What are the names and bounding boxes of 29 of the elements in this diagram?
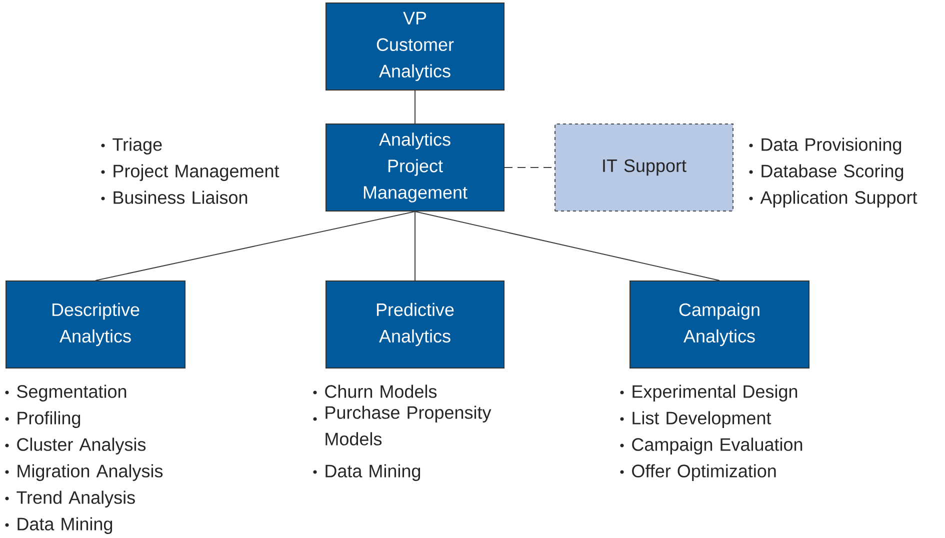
- bullet-item: Segmentation: [5, 384, 126, 402]
- connector-line: [414, 90, 416, 124]
- bullet-item: Project Management: [101, 164, 280, 181]
- bullet-item: Trend Analysis: [5, 490, 135, 508]
- org-box: Predictive Analytics: [326, 280, 504, 368]
- bullet-item: Data Mining: [313, 464, 420, 481]
- bullet-item: Triage: [101, 138, 162, 154]
- bullet-item: Purchase Propensity Models: [313, 406, 492, 446]
- bullet-item: Data Mining: [5, 517, 112, 534]
- org-box: Analytics Project Management: [326, 124, 504, 212]
- bullet-item: Campaign Evaluation: [620, 438, 802, 454]
- org-box: VP Customer Analytics: [326, 2, 504, 90]
- org-box: Campaign Analytics: [630, 280, 810, 368]
- bullet-item: Profiling: [5, 411, 80, 428]
- connector-line: [414, 211, 720, 281]
- bullet-item: Churn Models: [313, 384, 437, 398]
- bullet-item: Data Provisioning: [749, 138, 902, 154]
- connector-line: [95, 211, 416, 281]
- bullet-item: List Development: [620, 411, 772, 428]
- bullet-item: Offer Optimization: [620, 464, 776, 481]
- bullet-item: Cluster Analysis: [5, 438, 146, 454]
- org-box: Descriptive Analytics: [6, 280, 186, 368]
- bullet-item: Application Support: [749, 190, 918, 208]
- bullet-item: Database Scoring: [749, 164, 904, 181]
- bullet-item: Migration Analysis: [5, 464, 163, 481]
- connector-line: [414, 211, 416, 281]
- support-box: IT Support: [554, 124, 734, 212]
- bullet-item: Business Liaison: [101, 190, 248, 204]
- bullet-item: Experimental Design: [620, 384, 798, 402]
